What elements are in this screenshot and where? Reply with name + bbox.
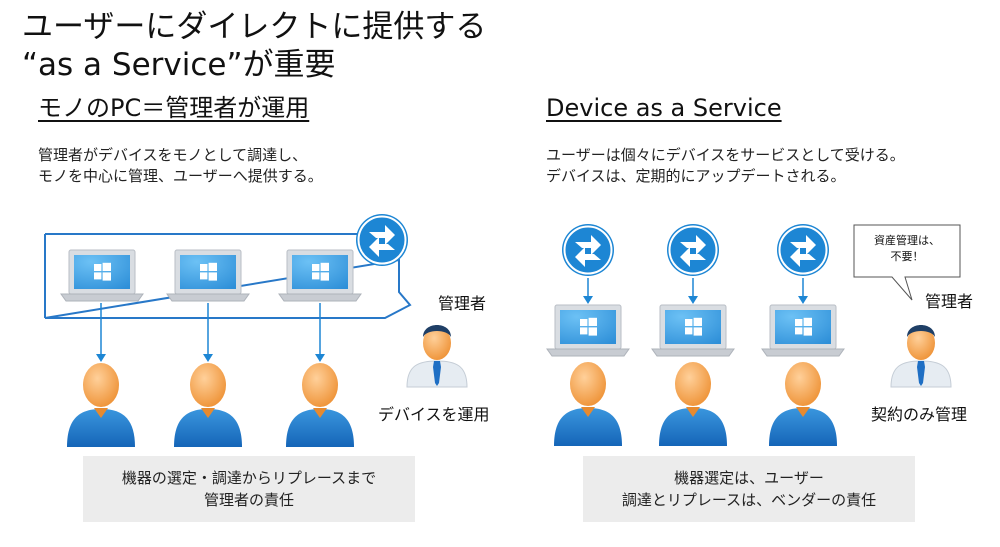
left-admin-caption: デバイスを運用	[378, 405, 490, 424]
right-description: ユーザーは個々にデバイスをサービスとして受ける。 デバイスは、定期的にアップデー…	[546, 146, 905, 185]
down-arrow-icon	[798, 296, 808, 304]
left-managed-frame	[44, 233, 412, 319]
page-title: ユーザーにダイレクトに提供する “as a Service”が重要	[22, 9, 487, 83]
left-arrows	[96, 303, 325, 362]
laptop-icon	[546, 304, 630, 357]
down-arrow-icon	[583, 296, 593, 304]
left-users	[67, 363, 354, 447]
right-users	[554, 362, 837, 446]
laptop-icon	[278, 249, 362, 302]
laptop-icon	[761, 304, 845, 357]
right-heading: Device as a Service	[546, 94, 782, 122]
update-sync-icon	[561, 223, 615, 277]
right-sync-icons	[561, 223, 830, 277]
user-icon	[67, 363, 135, 447]
user-icon	[659, 362, 727, 446]
laptop-icon	[166, 249, 250, 302]
down-arrow-icon	[203, 354, 213, 362]
update-sync-icon	[355, 213, 409, 267]
right-admin-label: 管理者	[925, 292, 974, 311]
user-icon	[174, 363, 242, 447]
right-footer-note: 機器選定は、ユーザー 調達とリプレースは、ベンダーの責任	[583, 456, 915, 522]
laptop-icon	[60, 249, 144, 302]
down-arrow-icon	[688, 296, 698, 304]
left-laptops	[60, 249, 362, 302]
down-arrow-icon	[315, 354, 325, 362]
left-footer-note: 機器の選定・調達からリプレースまで 管理者の責任	[83, 456, 415, 522]
update-sync-icon	[666, 223, 720, 277]
right-admin-caption: 契約のみ管理	[871, 405, 968, 424]
user-icon	[769, 362, 837, 446]
update-sync-icon	[776, 223, 830, 277]
user-icon	[286, 363, 354, 447]
left-admin-label: 管理者	[438, 294, 487, 313]
user-icon	[554, 362, 622, 446]
right-arrows	[583, 278, 808, 304]
laptop-icon	[651, 304, 735, 357]
admin-icon	[890, 324, 952, 388]
left-heading: モノのPC＝管理者が運用	[38, 94, 310, 122]
speech-bubble-text: 資産管理は、 不要！	[874, 234, 940, 263]
right-laptops	[546, 304, 845, 357]
admin-icon	[406, 324, 468, 388]
down-arrow-icon	[96, 354, 106, 362]
left-description: 管理者がデバイスをモノとして調達し、 モノを中心に管理、ユーザーへ提供する。	[38, 146, 323, 185]
speech-bubble	[853, 224, 961, 301]
